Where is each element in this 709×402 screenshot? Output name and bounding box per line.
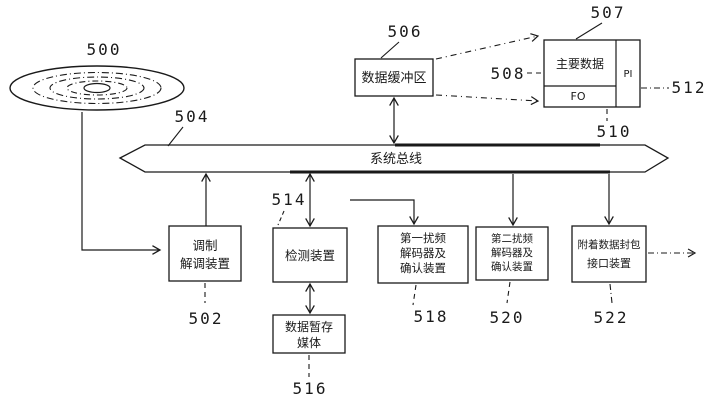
- modem-label-line1: 调制: [192, 238, 217, 253]
- modem-box: 调制 解调装置: [168, 225, 242, 282]
- temp-media-label-line1: 数据暂存: [285, 319, 333, 334]
- leader-514: [277, 210, 285, 226]
- ref-506: 506: [388, 22, 423, 41]
- pi-label: PI: [624, 69, 633, 80]
- data-buffer-label: 数据缓冲区: [361, 71, 426, 86]
- ref-520: 520: [490, 308, 525, 327]
- ref-500: 500: [87, 40, 122, 59]
- detector-box: 检测装置: [272, 227, 348, 283]
- leader-507: [575, 22, 603, 40]
- construction-line-top: [435, 33, 540, 60]
- descrambler1-line3: 确认装置: [400, 261, 446, 275]
- ref-508: 508: [491, 64, 526, 83]
- system-bus-label: 系统总线: [370, 152, 422, 167]
- packet-interface-line2: 接口装置: [587, 257, 631, 270]
- descrambler2-box: 第二扰频 解码器及 确认装置: [475, 226, 549, 281]
- temp-media-box: 数据暂存 媒体: [272, 314, 346, 354]
- descrambler1-line2: 解码器及: [400, 246, 446, 260]
- ref-518: 518: [414, 307, 449, 326]
- leader-506: [380, 41, 400, 59]
- optical-disc-icon: [9, 65, 185, 111]
- ref-504: 504: [175, 107, 210, 126]
- descrambler2-line1: 第二扰频: [491, 232, 533, 245]
- ref-502: 502: [189, 309, 224, 328]
- data-buffer-box: 数据缓冲区: [354, 58, 434, 97]
- leader-520: [506, 281, 511, 304]
- detector-label: 检测装置: [285, 248, 335, 263]
- packet-interface-box: 附着数据封包 接口装置: [571, 225, 647, 283]
- descrambler2-line2: 解码器及: [491, 246, 533, 259]
- descrambler1-line1: 第一扰频: [400, 231, 446, 245]
- descrambler2-line3: 确认装置: [491, 260, 533, 273]
- ref-514: 514: [272, 190, 307, 209]
- data-block: 主要数据 FO PI: [543, 39, 641, 108]
- packet-interface-line1: 附着数据封包: [578, 238, 641, 251]
- connector-bus-descrambler1: [350, 199, 419, 226]
- ref-507: 507: [591, 3, 626, 22]
- system-bus: 系统总线: [118, 143, 670, 174]
- construction-line-bottom: [435, 94, 540, 106]
- fo-label: FO: [571, 90, 586, 103]
- temp-media-label-line2: 媒体: [297, 336, 321, 350]
- connector-disc-to-modem: [81, 112, 162, 255]
- leader-518: [412, 284, 417, 306]
- ref-512: 512: [672, 78, 707, 97]
- descrambler1-box: 第一扰频 解码器及 确认装置: [377, 225, 469, 284]
- main-data-label: 主要数据: [556, 56, 604, 71]
- ref-516: 516: [293, 379, 328, 398]
- leader-504: [167, 126, 184, 147]
- modem-label-line2: 解调装置: [180, 256, 230, 271]
- ref-510: 510: [597, 122, 632, 141]
- ref-522: 522: [594, 308, 629, 327]
- leader-522: [609, 283, 613, 304]
